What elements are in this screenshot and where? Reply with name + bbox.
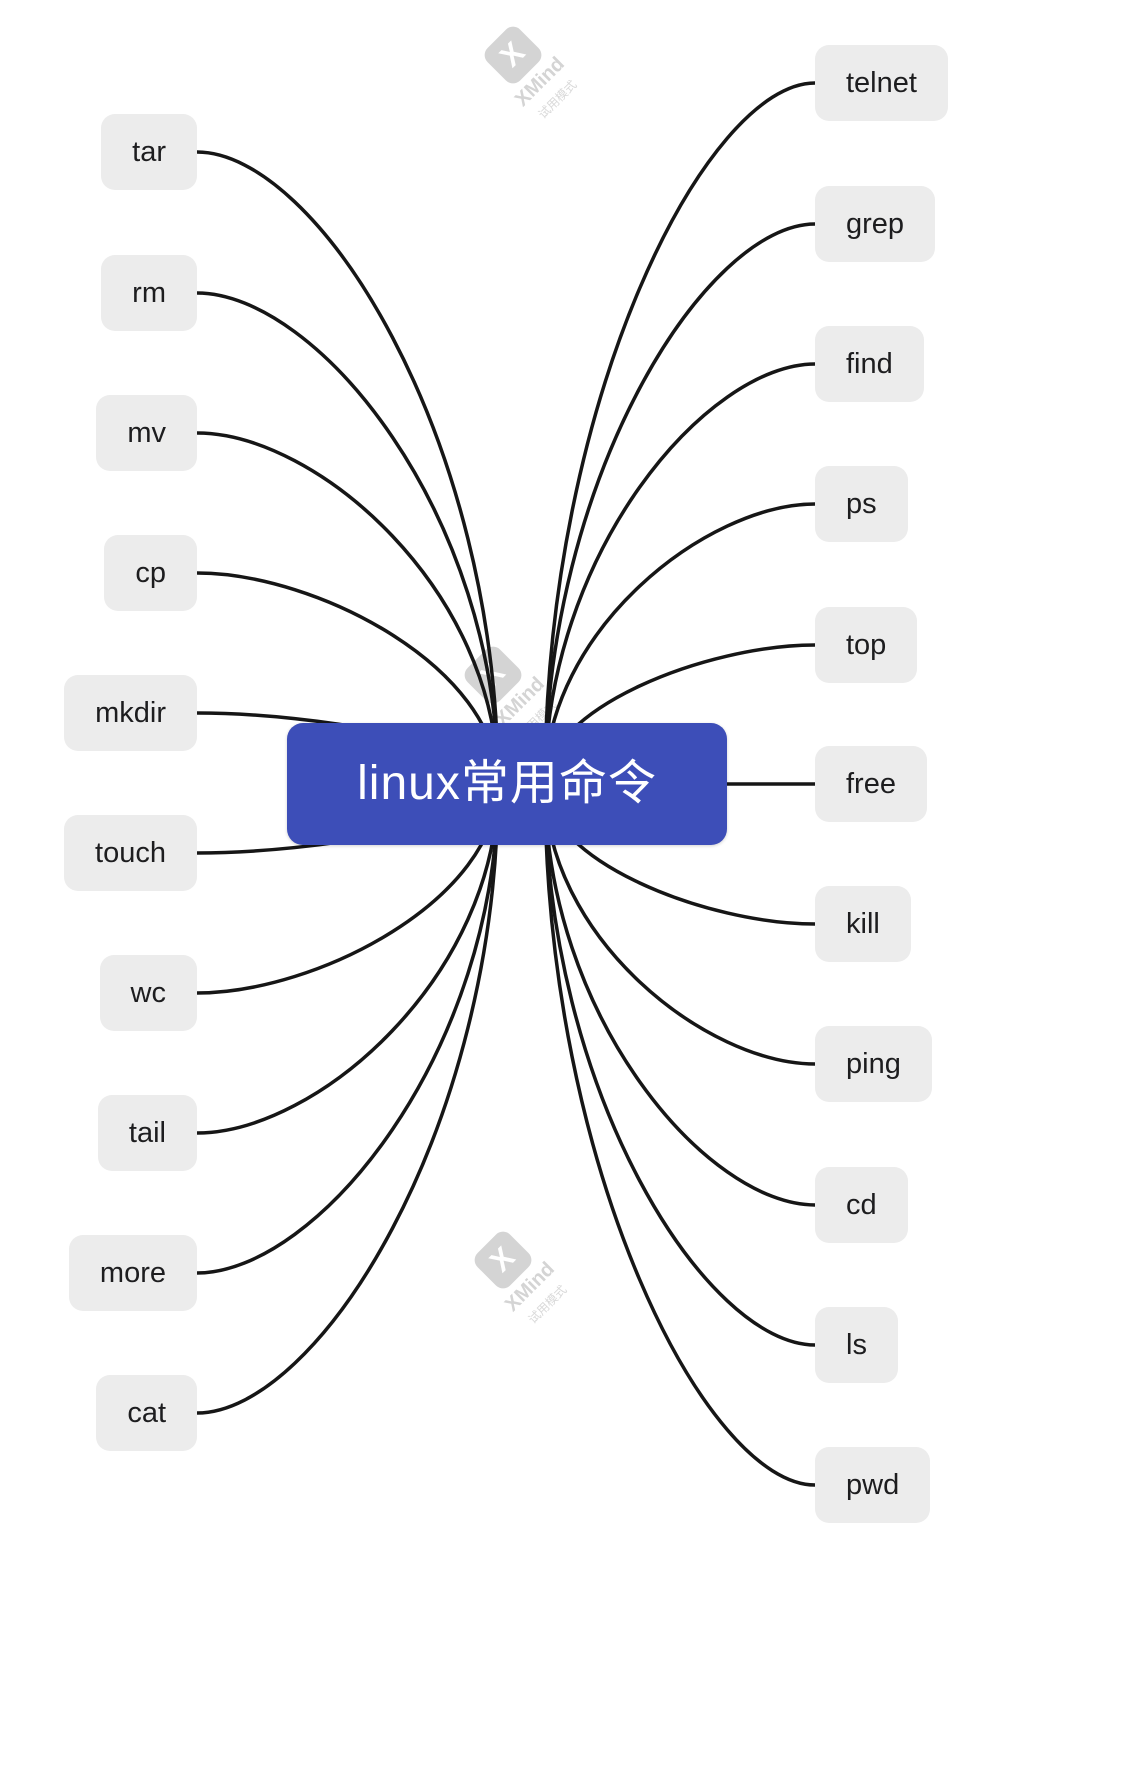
- connector-line-find: [543, 362, 817, 786]
- topic-kill[interactable]: kill: [815, 886, 911, 962]
- topic-ping[interactable]: ping: [815, 1026, 932, 1102]
- connector-line-more: [195, 782, 500, 1275]
- topic-grep[interactable]: grep: [815, 186, 936, 262]
- topic-tail[interactable]: tail: [97, 1095, 197, 1171]
- connector-line-telnet: [543, 81, 817, 786]
- topic-ls[interactable]: ls: [815, 1307, 898, 1383]
- connector-line-tail: [195, 782, 500, 1135]
- connector-line-cat: [195, 782, 500, 1415]
- topic-pwd[interactable]: pwd: [815, 1447, 931, 1523]
- connector-line-ps: [543, 502, 817, 786]
- central-topic[interactable]: linux常用命令: [287, 723, 727, 845]
- topic-rm[interactable]: rm: [101, 255, 197, 331]
- topic-mkdir[interactable]: mkdir: [64, 675, 197, 751]
- connector-line-pwd: [543, 782, 817, 1487]
- connector-line-ping: [543, 782, 817, 1066]
- connector-line-grep: [543, 222, 817, 786]
- topic-ps[interactable]: ps: [815, 466, 908, 542]
- topic-free[interactable]: free: [815, 746, 927, 822]
- topic-top[interactable]: top: [815, 607, 918, 683]
- topic-cd[interactable]: cd: [815, 1167, 908, 1243]
- topic-more[interactable]: more: [68, 1235, 197, 1311]
- connector-line-ls: [543, 782, 817, 1347]
- topic-telnet[interactable]: telnet: [815, 45, 948, 121]
- topic-touch[interactable]: touch: [64, 815, 197, 891]
- connector-line-cd: [543, 782, 817, 1207]
- connector-line-rm: [195, 291, 500, 786]
- connector-line-tar: [195, 150, 500, 786]
- topic-mv[interactable]: mv: [96, 395, 197, 471]
- topic-find[interactable]: find: [815, 326, 924, 402]
- topic-tar[interactable]: tar: [101, 114, 197, 190]
- topic-cat[interactable]: cat: [96, 1375, 197, 1451]
- topic-cp[interactable]: cp: [104, 535, 197, 611]
- connector-line-mv: [195, 431, 500, 786]
- topic-wc[interactable]: wc: [99, 955, 197, 1031]
